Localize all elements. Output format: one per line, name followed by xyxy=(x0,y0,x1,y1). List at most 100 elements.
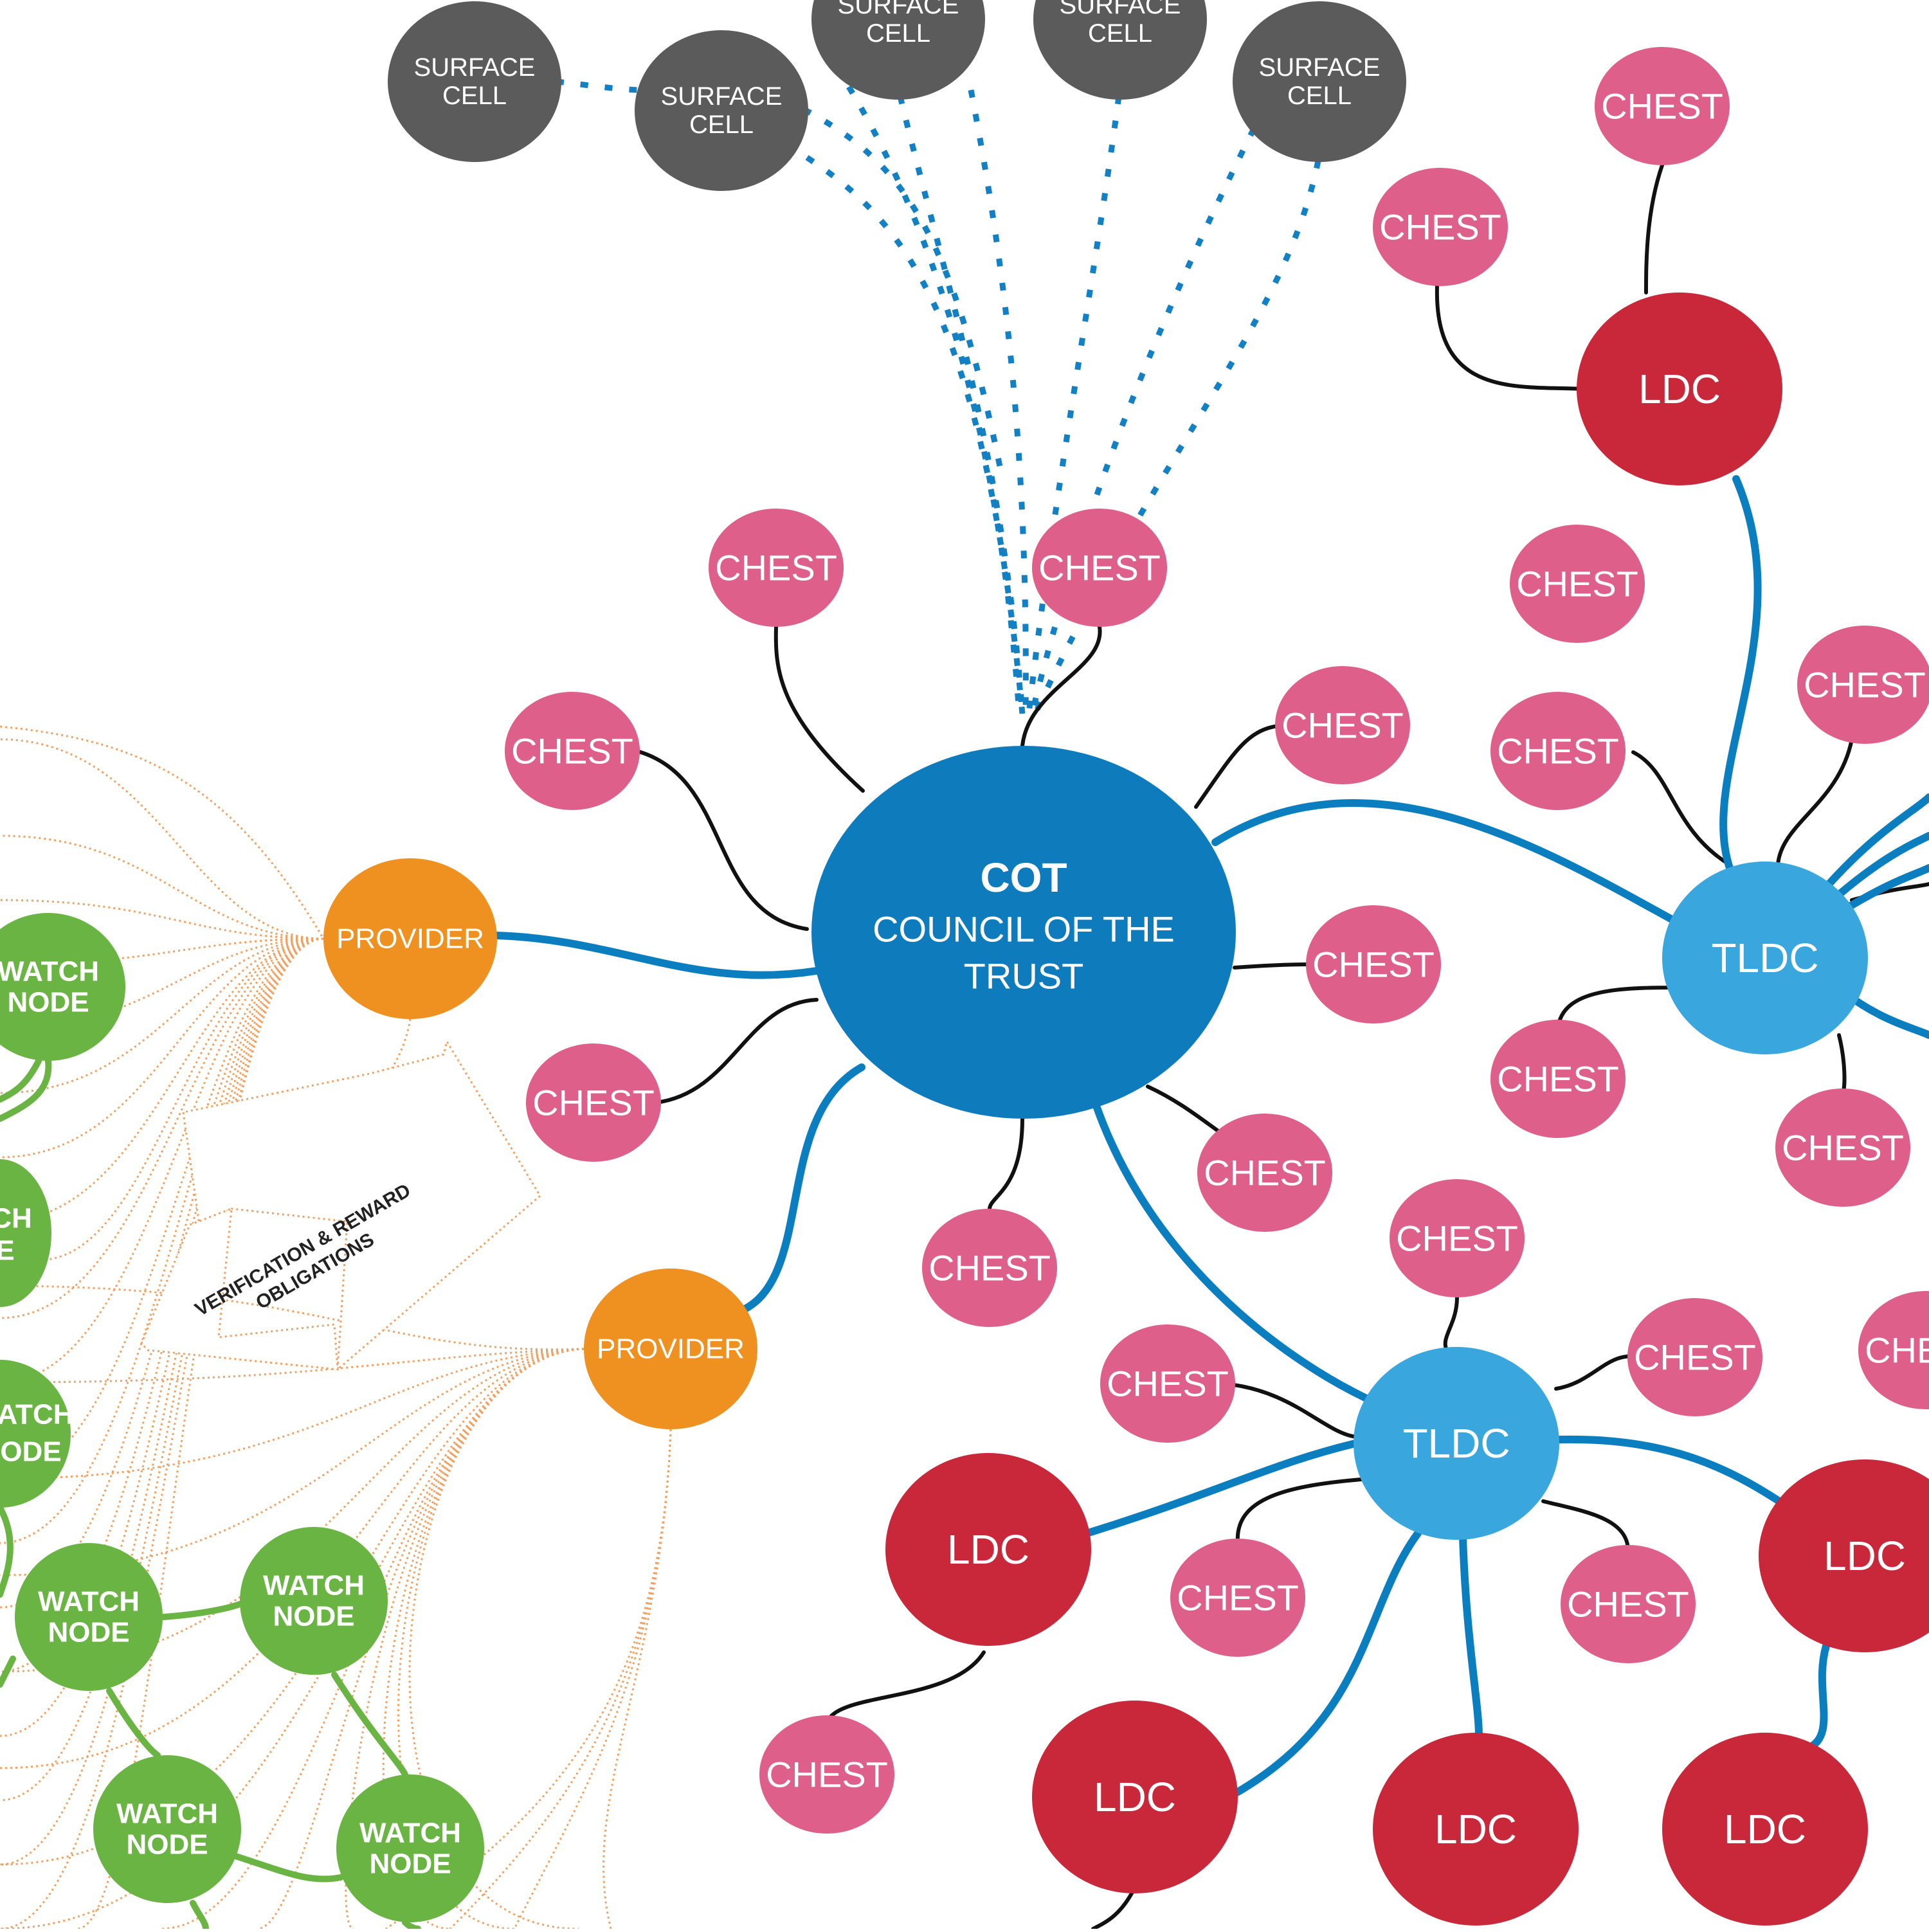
surface-cell-node-label: CELL xyxy=(689,111,754,139)
chest-node-label: CHEST xyxy=(766,1755,888,1795)
surface-cell-link xyxy=(1026,96,1122,714)
ldc-node-shape xyxy=(1662,1733,1868,1926)
chest-link xyxy=(1435,284,1584,391)
ldc-node: LDC xyxy=(885,1453,1091,1646)
chest-node-shape xyxy=(922,1209,1057,1327)
watch-node-shape xyxy=(240,1527,388,1675)
provider-node-label: PROVIDER xyxy=(336,923,484,955)
chest-node: CHEST xyxy=(1510,525,1645,643)
watch-node-label: WATCH xyxy=(38,1585,140,1617)
watch-node-partial-label: ATCH xyxy=(0,1399,73,1431)
provider-watch-link xyxy=(602,1429,672,1929)
chest-link xyxy=(1020,625,1102,748)
provider-watch-link xyxy=(0,738,324,940)
chest-node-label: CHEST xyxy=(1601,86,1723,127)
chest-node-label: CHEST xyxy=(928,1248,1051,1288)
ldc-node: LDC xyxy=(1373,1733,1579,1926)
watch-node-label: WATCH xyxy=(0,955,99,987)
chest-node-shape xyxy=(1197,1114,1332,1232)
watch-node-shape xyxy=(15,1543,163,1691)
chest-link xyxy=(1644,163,1664,294)
chest-node-label: CHEST xyxy=(1497,731,1619,772)
ldc-node-shape xyxy=(1373,1733,1579,1926)
chest-node-label: CHEST xyxy=(1396,1218,1518,1259)
ldc-node-label: LDC xyxy=(1094,1774,1176,1820)
provider-watch-link xyxy=(0,937,324,1866)
ldc-node-shape xyxy=(885,1453,1091,1646)
chest-node: CHEST xyxy=(1100,1324,1235,1443)
chest-node: CHEST xyxy=(1275,666,1410,784)
watch-node-shape xyxy=(93,1755,241,1903)
watch-node-links xyxy=(0,1058,421,1932)
chest-link xyxy=(1091,1891,1134,1931)
chest-node: CHEST xyxy=(1197,1114,1332,1232)
chest-node-label: CHEST xyxy=(1379,207,1501,248)
chest-link xyxy=(1837,1033,1847,1095)
watch-node-link xyxy=(0,1058,52,1122)
cot-subtitle: COUNCIL OF THE xyxy=(873,909,1175,950)
chest-node-label: CHEST xyxy=(1177,1578,1299,1618)
chest-node: CHEST xyxy=(1858,1291,1929,1409)
ldc-node-label: LDC xyxy=(1724,1806,1806,1852)
chest-node-label: CHEST xyxy=(1038,548,1161,588)
provider-watch-link xyxy=(0,1285,584,1351)
watch-node-label: WATCH xyxy=(116,1798,218,1829)
surface-cell-node-label: CELL xyxy=(1287,82,1352,110)
chest-node-shape xyxy=(1561,1545,1696,1663)
surface-cell-node-label: SURFACE xyxy=(661,82,783,111)
callout-arrow-shape xyxy=(182,1039,541,1372)
chest-node: CHEST xyxy=(1595,47,1730,165)
watch-node-partial-shape xyxy=(0,1360,71,1508)
chest-node: CHEST xyxy=(1775,1088,1910,1207)
chest-link xyxy=(1235,1477,1372,1545)
watch-node-label: NODE xyxy=(369,1848,451,1880)
watch-node-link xyxy=(0,1058,42,1103)
chest-node-shape xyxy=(1373,168,1508,286)
surface-cell-links xyxy=(556,78,1321,715)
chest-node-label: CHEST xyxy=(1804,665,1926,705)
provider-watch-link xyxy=(0,1348,584,1480)
watch-node-partial-shape xyxy=(0,1159,51,1307)
tldc-node-shape xyxy=(1354,1347,1559,1540)
chest-link xyxy=(654,998,819,1105)
chest-node-label: CHEST xyxy=(1567,1584,1689,1625)
watch-node-partial: ATCH ODE xyxy=(0,1360,73,1508)
chest-link xyxy=(1541,1499,1630,1551)
chest-node: CHEST xyxy=(922,1209,1057,1327)
surface-cell-node-label: CELL xyxy=(866,19,930,48)
watch-node-link xyxy=(331,1672,408,1778)
chest-node-label: CHEST xyxy=(511,731,633,772)
watch-node-partial: CHE xyxy=(0,1159,51,1307)
chest-link xyxy=(1443,1296,1459,1352)
provider-watch-link xyxy=(0,937,324,1930)
chest-node-shape xyxy=(1510,525,1645,643)
cot-title: COT xyxy=(980,854,1067,901)
provider-watch-link xyxy=(0,937,324,1673)
surface-cell-node-shape xyxy=(388,1,561,162)
watch-node-label: WATCH xyxy=(263,1569,365,1601)
chest-node: CHEST xyxy=(1306,905,1441,1024)
surface-cell-link xyxy=(897,95,1026,714)
chest-node-shape xyxy=(1595,47,1730,165)
provider-watch-link xyxy=(408,1348,584,1930)
watch-node-label: WATCH xyxy=(359,1817,461,1848)
provider-node: PROVIDER xyxy=(323,858,497,1019)
watch-node-link xyxy=(0,1504,14,1598)
chest-node: CHEST xyxy=(1627,1298,1762,1416)
surface-cell-link xyxy=(1029,127,1257,715)
chest-node-shape xyxy=(1490,692,1626,810)
chest-link xyxy=(1220,1382,1359,1439)
ldc-node-shape xyxy=(1759,1459,1929,1652)
watch-node-partial-label: ODE xyxy=(0,1436,61,1468)
ldc-node: LDC xyxy=(1662,1733,1868,1926)
chest-node-shape xyxy=(759,1715,894,1834)
chest-node-label: CHEST xyxy=(1497,1059,1619,1099)
trust-link xyxy=(1231,1530,1422,1798)
verification-reward-callout: VERIFICATION & REWARD OBLIGATIONS xyxy=(140,1039,541,1372)
chest-link xyxy=(1776,737,1854,867)
